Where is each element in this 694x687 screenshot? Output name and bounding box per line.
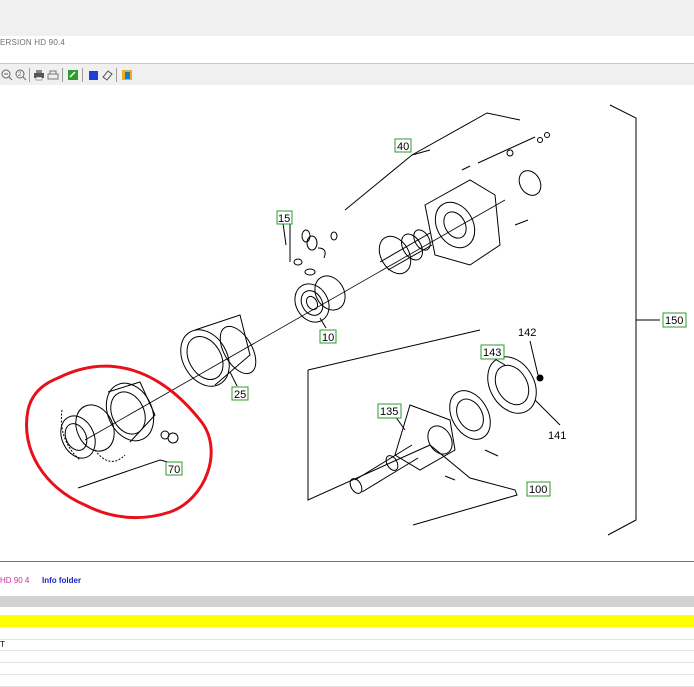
bracket-40-tick <box>411 149 431 156</box>
callout-100[interactable]: 100 <box>526 481 551 497</box>
svg-text:15: 15 <box>278 213 290 225</box>
red-highlight-circle <box>25 364 213 520</box>
callout-135[interactable]: 135 <box>377 403 402 419</box>
part-70-brake-assembly <box>60 381 179 462</box>
callout-141[interactable]: 141 <box>548 430 566 442</box>
callout-25[interactable]: 25 <box>231 386 249 401</box>
part-100-output-group <box>349 340 561 494</box>
svg-text:70: 70 <box>168 464 180 476</box>
toolbar: 2 <box>0 63 694 87</box>
svg-text:141: 141 <box>548 430 566 442</box>
bracket-150-lower <box>607 320 637 536</box>
info-bar <box>0 562 694 594</box>
list-row <box>0 628 694 640</box>
list-row <box>0 651 694 663</box>
axis-line <box>84 199 506 441</box>
callout-143[interactable]: 143 <box>480 344 505 360</box>
zoom-in-icon[interactable] <box>0 68 13 81</box>
blue-square-icon[interactable] <box>86 68 99 81</box>
part-15-fittings <box>289 222 338 276</box>
callout-142[interactable]: 142 <box>518 327 536 339</box>
exploded-parts-diagram: 40 15 10 25 70 150 142 143 135 141 100 <box>0 85 694 561</box>
list-row <box>0 663 694 675</box>
toolbar-separator <box>82 68 83 82</box>
leader-25 <box>229 371 238 387</box>
eraser-icon[interactable] <box>100 68 113 81</box>
export-green-icon[interactable] <box>66 68 79 81</box>
part-piston-assembly <box>378 229 433 275</box>
selected-row-highlight[interactable] <box>0 615 694 627</box>
print-icon[interactable] <box>32 68 45 81</box>
bracket-100-top <box>307 329 481 371</box>
model-label: HD 90 4 <box>0 576 30 585</box>
bracket-100 <box>307 370 518 526</box>
bracket-40 <box>344 112 521 211</box>
svg-text:143: 143 <box>483 347 501 359</box>
info-folder-link[interactable]: Info folder <box>42 576 82 585</box>
callout-10[interactable]: 10 <box>319 329 337 344</box>
svg-text:2: 2 <box>18 72 22 78</box>
window-top-bar <box>0 0 694 36</box>
exit-icon[interactable] <box>120 68 133 81</box>
zoom-out-icon[interactable]: 2 <box>14 68 27 81</box>
canvas-bottom-border <box>0 561 694 562</box>
toolbar-separator <box>29 68 30 82</box>
list-row <box>0 675 694 687</box>
bracket-70 <box>77 459 169 489</box>
svg-text:10: 10 <box>322 332 334 344</box>
leader-15 <box>282 222 287 246</box>
part-10-bearing <box>294 275 346 323</box>
svg-text:142: 142 <box>518 327 536 339</box>
callout-150[interactable]: 150 <box>662 312 687 328</box>
gray-header-band <box>0 596 694 607</box>
callout-40[interactable]: 40 <box>394 138 412 153</box>
callout-15[interactable]: 15 <box>276 210 293 225</box>
part-40-housing <box>424 132 550 266</box>
list-row[interactable]: T <box>0 639 694 651</box>
list-row-text: T <box>0 640 5 649</box>
toolbar-separator <box>116 68 117 82</box>
svg-text:135: 135 <box>380 406 398 418</box>
leader-10 <box>319 317 327 329</box>
svg-text:150: 150 <box>665 315 683 327</box>
title-bar <box>0 36 694 62</box>
svg-text:40: 40 <box>397 141 409 153</box>
part-25-ring <box>180 314 257 387</box>
print-preview-icon[interactable] <box>46 68 59 81</box>
window-title: ERSION HD 90.4 <box>0 38 66 47</box>
toolbar-separator <box>62 68 63 82</box>
svg-text:100: 100 <box>529 484 547 496</box>
svg-text:25: 25 <box>234 389 246 401</box>
callout-70[interactable]: 70 <box>165 461 183 476</box>
bracket-150-upper <box>609 104 660 321</box>
